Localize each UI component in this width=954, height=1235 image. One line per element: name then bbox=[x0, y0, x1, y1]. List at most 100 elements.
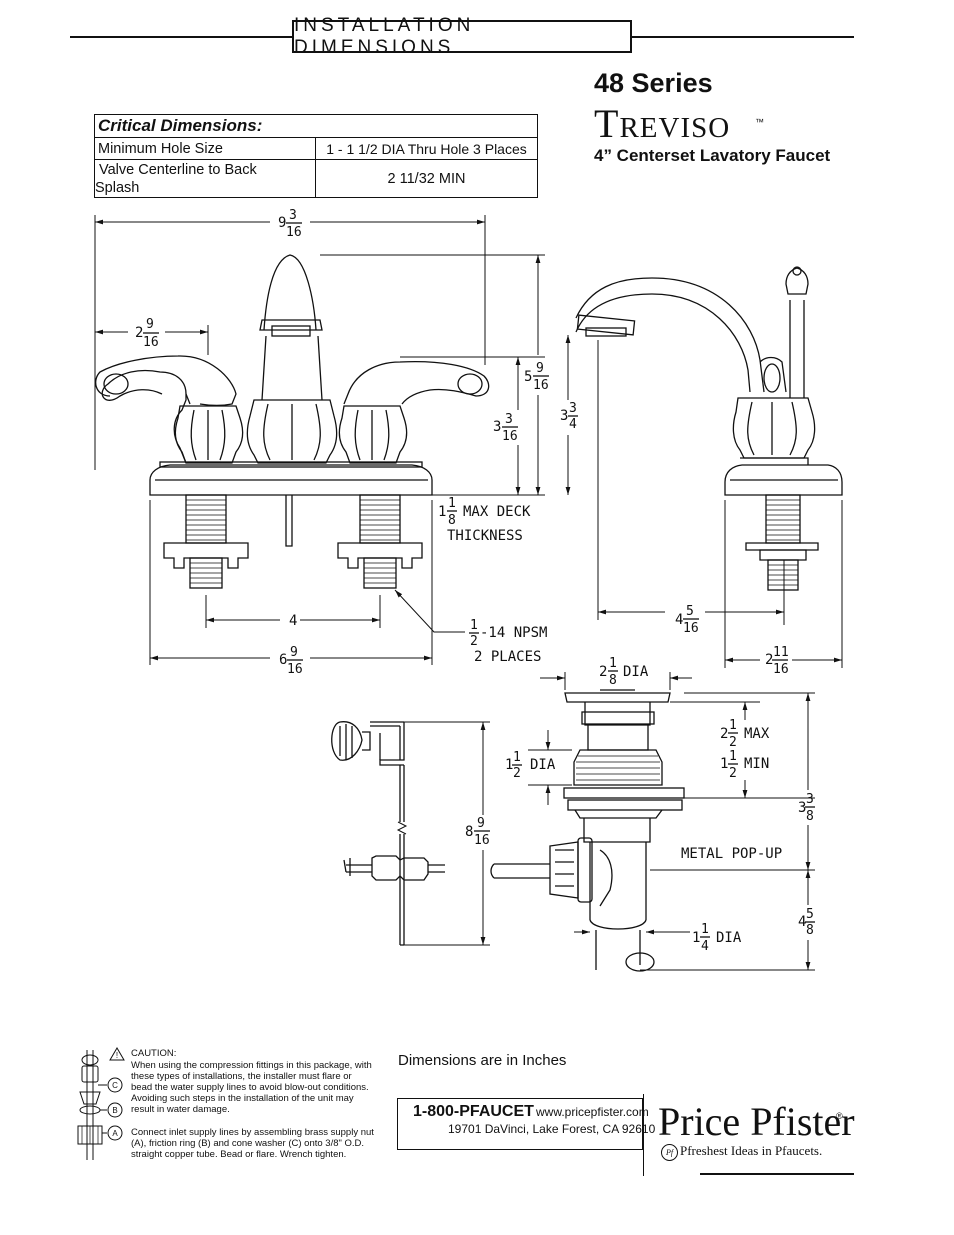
dim-rod-whole: 8 bbox=[465, 824, 473, 840]
dim-reach-den: 16 bbox=[683, 621, 699, 636]
dim-side-height-num: 3 bbox=[569, 401, 577, 416]
fitting-label-c: C bbox=[112, 1081, 118, 1090]
side-dimensions bbox=[597, 340, 843, 668]
critical-heading: Critical Dimensions: bbox=[94, 114, 538, 138]
dim-reach-num: 5 bbox=[686, 604, 694, 619]
dim-max-num: 1 bbox=[729, 718, 737, 733]
dim-npsm-den: 2 bbox=[470, 634, 478, 649]
dim-handle-offset-den: 16 bbox=[143, 335, 159, 350]
dim-flange-text: DIA bbox=[623, 664, 649, 680]
table-cell-value: 1 - 1 1/2 DIA Thru Hole 3 Places bbox=[315, 137, 538, 160]
drain-assembly bbox=[490, 689, 685, 972]
logo-box bbox=[643, 1094, 855, 1176]
dim-side-height-den: 4 bbox=[569, 417, 577, 432]
dim-spout-height-whole: 5 bbox=[524, 369, 532, 385]
dim-overall-width-whole: 9 bbox=[278, 215, 286, 231]
dim-rod-den: 16 bbox=[474, 833, 490, 848]
svg-text:!: ! bbox=[116, 1051, 118, 1060]
dim-min-text: MIN bbox=[744, 756, 769, 772]
footer-rule bbox=[700, 1173, 854, 1175]
rod-dimensions bbox=[404, 721, 490, 946]
dim-npsm-line1: -14 NPSM bbox=[480, 625, 547, 641]
caution-instruction-line: straight copper tube. Bead or flare. Wre… bbox=[131, 1149, 347, 1160]
dim-base-depth-whole: 2 bbox=[765, 652, 773, 668]
dim-handle-height-num: 3 bbox=[505, 412, 513, 427]
dim-flange-num: 1 bbox=[609, 656, 617, 671]
caution-line: When using the compression fittings in t… bbox=[131, 1060, 372, 1071]
caution-line: Avoiding such steps in the installation … bbox=[131, 1093, 354, 1104]
drain-dimensions bbox=[528, 672, 815, 971]
header-title: INSTALLATION DIMENSIONS bbox=[292, 15, 632, 58]
dim-body-whole: 1 bbox=[505, 757, 513, 773]
series-title: 48 Series bbox=[594, 68, 713, 98]
dim-popup-upper-num: 3 bbox=[806, 792, 814, 807]
dim-center: 4 bbox=[289, 613, 297, 629]
dim-max-whole: 2 bbox=[720, 726, 728, 742]
phone-number: 1-800-PFAUCET bbox=[413, 1103, 534, 1120]
dim-flange-whole: 2 bbox=[599, 664, 607, 680]
front-dimensions bbox=[94, 215, 571, 665]
drain-dim-labels: 2 1 8 DIA 2 1 2 MAX 1 1 2 MIN 1 1 2 DIA … bbox=[465, 656, 815, 954]
dim-spout-height-num: 9 bbox=[536, 361, 544, 376]
dim-min-num: 1 bbox=[729, 749, 737, 764]
dim-body-text: DIA bbox=[530, 757, 556, 773]
label-line-2: Splash bbox=[95, 179, 140, 196]
caution-line: these types of installations, the instal… bbox=[131, 1071, 352, 1082]
dim-popup-lower-whole: 4 bbox=[798, 914, 806, 930]
header-rule-right bbox=[632, 36, 854, 38]
tagline: Pfreshest Ideas in Pfaucets. bbox=[680, 1143, 823, 1158]
dim-popup-lower-den: 8 bbox=[806, 923, 814, 938]
fitting-label-a: A bbox=[112, 1129, 118, 1138]
dim-deck-line2: THICKNESS bbox=[447, 528, 523, 544]
dim-popup-upper-den: 8 bbox=[806, 809, 814, 824]
dim-handle-offset-num: 9 bbox=[146, 317, 154, 332]
brand-name: TREVISO bbox=[594, 100, 730, 147]
table-cell-value: 2 11/32 MIN bbox=[315, 159, 538, 198]
dim-tail-whole: 1 bbox=[692, 930, 700, 946]
dim-max-text: MAX bbox=[744, 726, 770, 742]
dim-min-whole: 1 bbox=[720, 756, 728, 772]
dim-base-width-whole: 6 bbox=[279, 652, 287, 668]
dim-deck-line1: MAX DECK bbox=[463, 504, 531, 520]
dim-handle-height-den: 16 bbox=[502, 429, 518, 444]
dim-deck-den: 8 bbox=[448, 513, 456, 528]
trademark: ™ bbox=[755, 117, 764, 127]
dim-base-depth-den: 16 bbox=[773, 662, 789, 677]
dim-base-depth-num: 11 bbox=[773, 645, 789, 660]
front-view-faucet bbox=[95, 254, 490, 589]
dim-handle-offset-whole: 2 bbox=[135, 325, 143, 341]
brand-rest: REVISO bbox=[619, 112, 731, 144]
dim-popup-upper-whole: 3 bbox=[798, 800, 806, 816]
caution-line: bead the water supply lines to avoid blo… bbox=[131, 1082, 369, 1093]
header-rule-left bbox=[70, 36, 292, 38]
dim-min-den: 2 bbox=[729, 766, 737, 781]
dim-flange-den: 8 bbox=[609, 673, 617, 688]
registered-mark: ® bbox=[836, 1111, 843, 1121]
dim-overall-width-den: 16 bbox=[286, 225, 302, 240]
dim-reach-whole: 4 bbox=[675, 612, 683, 628]
critical-dimensions-table: Critical Dimensions: Minimum Hole Size 1… bbox=[94, 114, 538, 198]
dim-overall-width-num: 3 bbox=[289, 208, 297, 223]
dim-rod-num: 9 bbox=[477, 816, 485, 831]
pf-logo-mark: Pf bbox=[661, 1144, 678, 1161]
product-subtitle: 4” Centerset Lavatory Faucet bbox=[594, 146, 831, 165]
caution-title: CAUTION: bbox=[131, 1048, 177, 1059]
dim-spout-height-den: 16 bbox=[533, 378, 549, 393]
dim-deck-num: 1 bbox=[448, 496, 456, 511]
fitting-label-b: B bbox=[112, 1106, 117, 1115]
dimensions-note: Dimensions are in Inches bbox=[398, 1052, 567, 1069]
label-line-1: Valve Centerline to Back bbox=[99, 161, 257, 178]
caution-instruction-line: Connect inlet supply lines by assembling… bbox=[131, 1127, 374, 1138]
contact-box bbox=[397, 1098, 643, 1150]
dim-npsm-num: 1 bbox=[470, 618, 478, 633]
caution-line: result in water damage. bbox=[131, 1104, 230, 1115]
dim-popup-lower-num: 5 bbox=[806, 907, 814, 922]
dim-base-width-den: 16 bbox=[287, 662, 303, 677]
supply-fitting-illustration: ! C B A bbox=[77, 1047, 125, 1160]
front-dim-labels: 9 3 16 2 9 16 5 9 16 3 3 16 3 3 4 1 1 8 … bbox=[135, 208, 789, 677]
address: 19701 DaVinci, Lake Forest, CA 92610 bbox=[448, 1122, 656, 1136]
dim-side-height-whole: 3 bbox=[560, 408, 568, 424]
dim-base-width-num: 9 bbox=[290, 645, 298, 660]
dim-body-num: 1 bbox=[513, 750, 521, 765]
